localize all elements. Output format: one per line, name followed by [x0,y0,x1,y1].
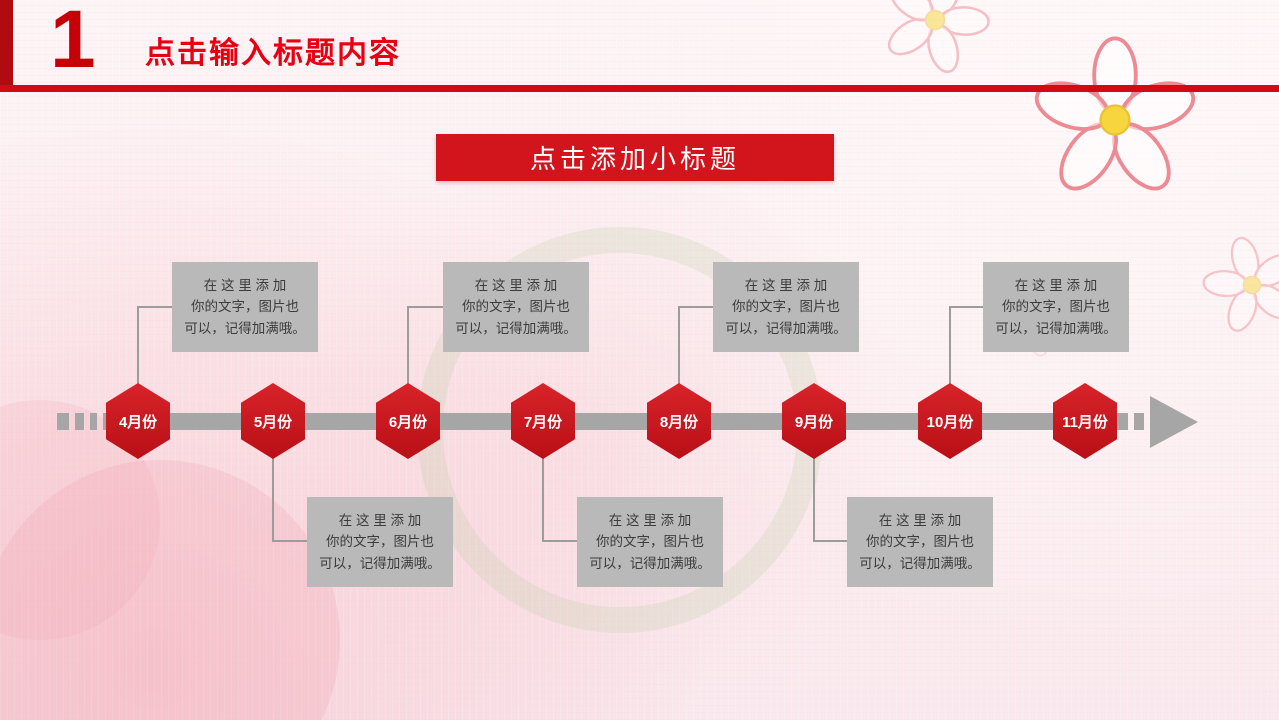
note-box-above-4[interactable]: 在 这 里 添 加 你的文字，图片也 可以，记得加满哦。 [172,262,318,352]
subtitle-label: 点击添加小标题 [529,144,740,174]
timeline-node-label: 8月份 [659,413,699,431]
note-line: 在 这 里 添 加 [608,512,692,528]
connector-line [407,306,409,384]
timeline-node-label: 9月份 [794,413,834,431]
timeline-arrow-icon [1150,396,1198,448]
timeline-dash [75,413,84,430]
connector-line [813,458,815,542]
note-box-below-5[interactable]: 在 这 里 添 加 你的文字，图片也 可以，记得加满哦。 [307,497,453,587]
header-divider [0,85,1279,92]
connector-line [950,306,983,308]
timeline-dash [57,413,69,430]
timeline-node-label: 4月份 [118,413,158,431]
connector-line [272,458,274,542]
timeline-node-label: 7月份 [523,413,563,431]
note-line: 你的文字，图片也 [326,534,434,550]
timeline-node-label: 6月份 [388,413,428,431]
note-box-below-9[interactable]: 在 这 里 添 加 你的文字，图片也 可以，记得加满哦。 [847,497,993,587]
timeline-node-label: 10月份 [926,413,974,431]
note-line: 你的文字，图片也 [462,299,570,315]
note-line: 你的文字，图片也 [1002,299,1110,315]
note-line: 你的文字，图片也 [732,299,840,315]
connector-line [678,306,680,384]
note-line: 可以，记得加满哦。 [725,320,847,336]
timeline-node-label: 11月份 [1062,413,1108,431]
note-box-above-6[interactable]: 在 这 里 添 加 你的文字，图片也 可以，记得加满哦。 [443,262,589,352]
note-line: 可以，记得加满哦。 [455,320,577,336]
connector-line [814,540,847,542]
note-line: 可以，记得加满哦。 [995,320,1117,336]
connector-line [543,540,577,542]
connector-line [273,540,307,542]
note-line: 你的文字，图片也 [866,534,974,550]
connector-line [679,306,713,308]
subtitle-banner[interactable]: 点击添加小标题 [436,134,834,181]
connector-line [542,458,544,542]
timeline-bar [103,413,1128,430]
connector-line [138,306,172,308]
note-line: 你的文字，图片也 [191,299,299,315]
note-box-above-8[interactable]: 在 这 里 添 加 你的文字，图片也 可以，记得加满哦。 [713,262,859,352]
connector-line [408,306,443,308]
note-box-above-10[interactable]: 在 这 里 添 加 你的文字，图片也 可以，记得加满哦。 [983,262,1129,352]
timeline-dash [1134,413,1144,430]
connector-line [137,306,139,384]
timeline-dash [90,413,97,430]
note-line: 可以，记得加满哦。 [319,555,441,571]
page-title[interactable]: 点击输入标题内容 [145,37,401,70]
timeline-node-label: 5月份 [253,413,293,431]
note-line: 可以，记得加满哦。 [589,555,711,571]
note-line: 可以，记得加满哦。 [184,320,306,336]
note-line: 在 这 里 添 加 [744,277,828,293]
note-line: 在 这 里 添 加 [474,277,558,293]
note-box-below-7[interactable]: 在 这 里 添 加 你的文字，图片也 可以，记得加满哦。 [577,497,723,587]
note-line: 在 这 里 添 加 [878,512,962,528]
note-line: 在 这 里 添 加 [338,512,422,528]
connector-line [949,306,951,384]
note-line: 在 这 里 添 加 [203,277,287,293]
slide-number: 1 [50,0,96,85]
note-line: 你的文字，图片也 [596,534,704,550]
accent-bar [0,0,13,92]
note-line: 可以，记得加满哦。 [859,555,981,571]
note-line: 在 这 里 添 加 [1014,277,1098,293]
